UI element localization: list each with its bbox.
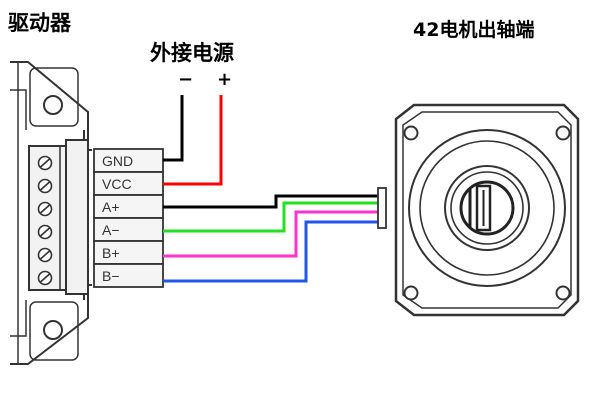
terminal-label-b-plus: B+ [102,245,120,261]
terminal-label-gnd: GND [102,153,133,169]
power-title: 外接电源 [150,41,234,65]
wire-b-plus-magenta [163,210,378,258]
motor-title: 42电机出轴端 [413,18,534,41]
terminal-screw [37,270,53,286]
terminal-label-vcc: VCC [102,176,132,192]
terminal-screws [37,155,53,286]
wire-a-minus-green [163,201,378,233]
terminal-label-a-plus: A+ [102,199,120,215]
terminal-label-b-minus: B− [102,268,120,284]
motor-connector [377,187,387,229]
top-mounting-hole [43,95,63,115]
terminal-screw [37,178,53,194]
terminal-screw [37,155,53,171]
negative-terminal-label: − [178,69,193,90]
wire-b-minus-blue [163,220,378,283]
terminal-block [28,139,92,295]
terminal-screw [37,247,53,263]
driver-title: 驱动器 [8,11,72,35]
terminal-screw [37,224,53,240]
wire-vcc-red [163,95,223,186]
positive-terminal-label: + [217,69,232,90]
terminal-label-strip [93,148,164,288]
wire-a-plus-black [163,194,378,209]
terminal-screw [37,201,53,217]
motor-mounting-holes [403,125,571,301]
motor-boss-outer-ring [408,129,566,287]
stepper-motor [377,103,580,317]
bottom-mounting-hole [43,320,63,340]
wire-gnd-black [163,95,184,162]
terminal-label-a-minus: A− [102,222,120,238]
